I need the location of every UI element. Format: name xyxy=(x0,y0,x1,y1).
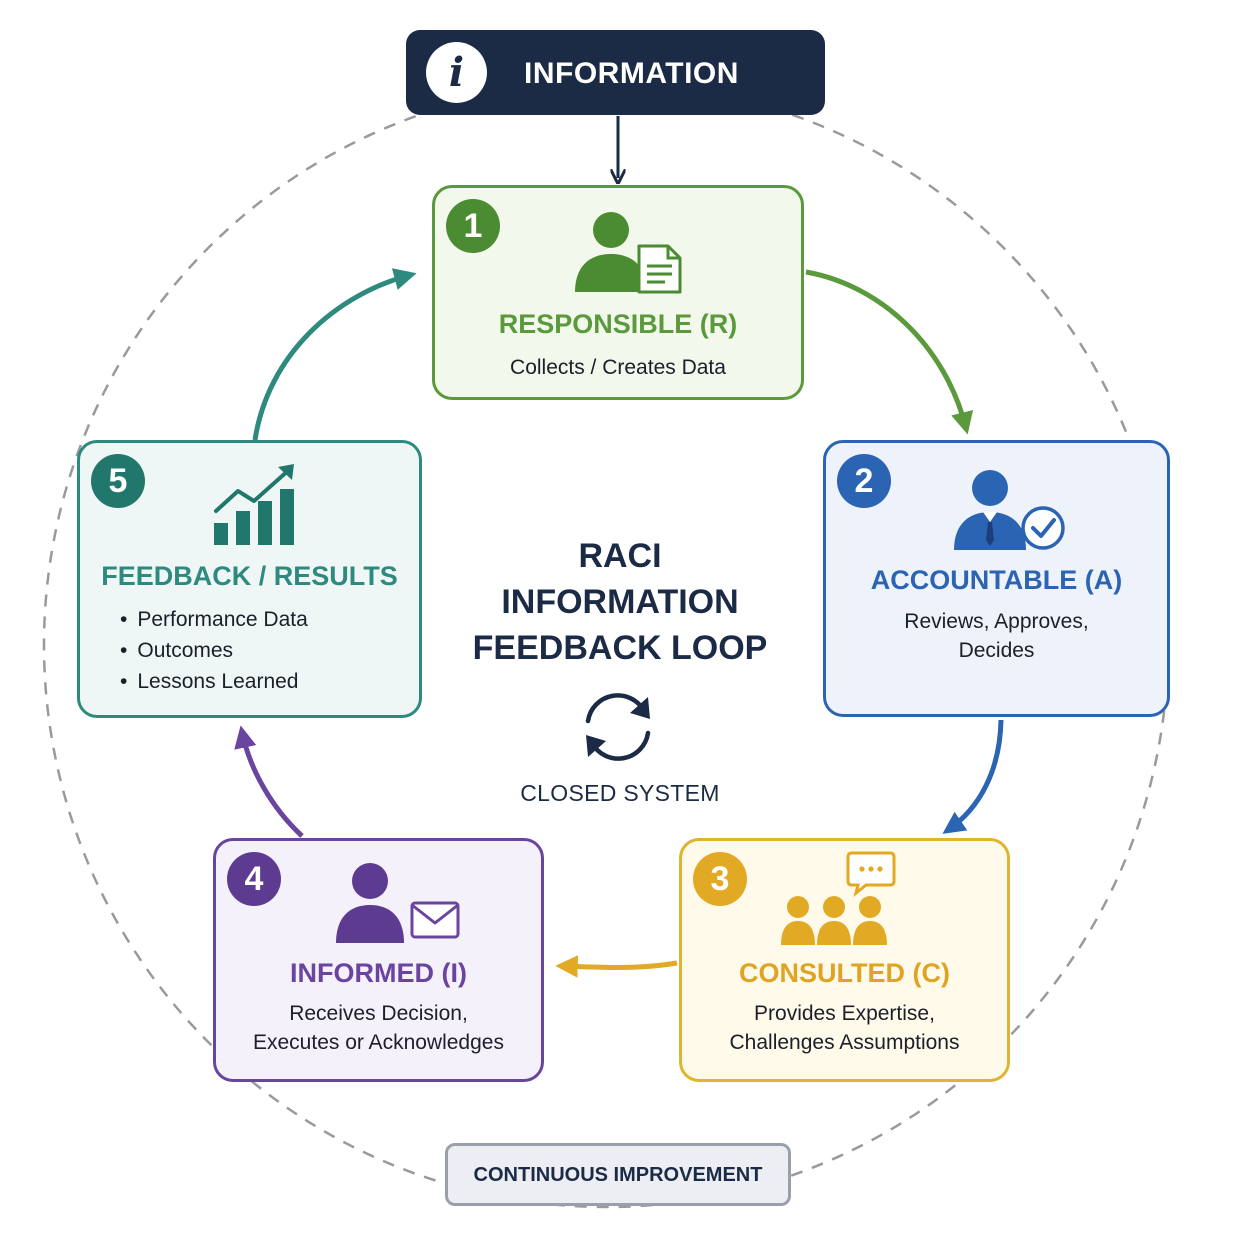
step-number-badge: 3 xyxy=(693,852,747,906)
title-line: INFORMATION xyxy=(501,583,739,621)
card-consulted: 3 CONSULTED (C) Provides Expertise, Chal… xyxy=(679,838,1010,1082)
group-chat-icon xyxy=(781,851,896,945)
person-mail-icon xyxy=(336,863,460,943)
step-number-badge: 2 xyxy=(837,454,891,508)
title-line: RACI xyxy=(578,537,662,575)
description-line: Challenges Assumptions xyxy=(729,1031,960,1054)
card-responsible: 1 RESPONSIBLE (R) Collects / Creates Dat… xyxy=(432,185,804,400)
card-accountable: 2 ACCOUNTABLE (A) Reviews, Approves, Dec… xyxy=(823,440,1170,717)
continuous-improvement-badge: CONTINUOUS IMPROVEMENT xyxy=(445,1143,791,1206)
arrow-accountable-to-consulted xyxy=(942,719,1004,834)
closed-system-label: CLOSED SYSTEM xyxy=(520,780,720,806)
info-icon: i xyxy=(426,42,487,103)
arrow-consulted-to-informed xyxy=(555,955,678,978)
arrow-informed-to-feedback xyxy=(234,725,304,838)
information-label: INFORMATION xyxy=(524,57,739,90)
description-line: Reviews, Approves, xyxy=(904,610,1089,633)
step-number-badge: 5 xyxy=(91,454,145,508)
person-check-icon xyxy=(954,470,1065,550)
card-description: Receives Decision, Executes or Acknowled… xyxy=(216,999,541,1057)
card-informed: 4 INFORMED (I) Receives Decision, Execut… xyxy=(213,838,544,1082)
arrow-responsible-to-accountable xyxy=(805,269,974,435)
description-line: Decides xyxy=(958,639,1035,662)
card-description: Provides Expertise, Challenges Assumptio… xyxy=(682,999,1007,1057)
title-line: FEEDBACK LOOP xyxy=(472,629,768,667)
information-header: i INFORMATION xyxy=(406,30,825,115)
card-title: INFORMED (I) xyxy=(290,958,467,988)
card-title: CONSULTED (C) xyxy=(739,958,950,988)
card-title: ACCOUNTABLE (A) xyxy=(870,565,1123,595)
list-item: Outcomes xyxy=(120,635,308,666)
results-bullet-list: Performance Data Outcomes Lessons Learne… xyxy=(120,604,308,697)
card-feedback-results: 5 FEEDBACK / RESULTS Performance Data Ou… xyxy=(77,440,422,718)
description-line: Provides Expertise, xyxy=(754,1002,935,1025)
card-title: RESPONSIBLE (R) xyxy=(498,309,738,339)
refresh-icon xyxy=(585,693,651,761)
step-number-badge: 4 xyxy=(227,852,281,906)
description-line: Executes or Acknowledges xyxy=(253,1031,504,1054)
step-number-badge: 1 xyxy=(446,199,500,253)
card-description: Reviews, Approves, Decides xyxy=(826,607,1167,665)
diagram-title: RACI INFORMATION FEEDBACK LOOP xyxy=(457,533,783,671)
bar-chart-trend-icon xyxy=(214,464,294,545)
list-item: Performance Data xyxy=(120,604,307,635)
person-document-icon xyxy=(575,212,682,294)
description-line: Receives Decision, xyxy=(289,1002,468,1025)
card-title: FEEDBACK / RESULTS xyxy=(101,561,398,591)
arrow-feedback-to-responsible xyxy=(252,268,417,441)
card-description: Collects / Creates Data xyxy=(510,356,726,379)
list-item: Lessons Learned xyxy=(120,666,308,697)
